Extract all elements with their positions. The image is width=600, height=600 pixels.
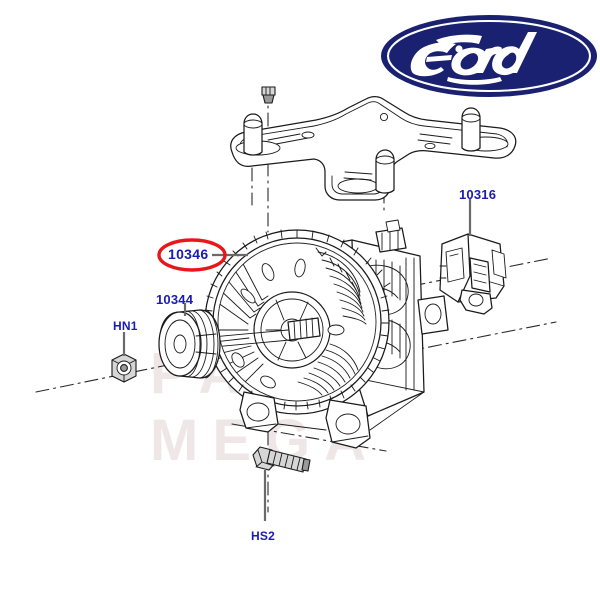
voltage-regulator	[439, 233, 507, 315]
pulley	[158, 309, 221, 379]
hex-nut	[111, 353, 137, 383]
mounting-bracket	[230, 96, 517, 201]
highlight-ellipse	[157, 238, 227, 272]
callout-label-10346[interactable]: 10346	[168, 246, 209, 262]
top-screw	[261, 86, 276, 104]
callout-label-hs2[interactable]: HS2	[251, 529, 275, 543]
alternator-assembly	[204, 219, 449, 449]
hex-bolt	[252, 446, 311, 473]
callout-label-10316[interactable]: 10316	[459, 187, 497, 202]
callout-label-10344[interactable]: 10344	[156, 292, 194, 307]
callout-leaders	[122, 198, 472, 521]
cooling-fan-face	[218, 243, 376, 401]
callout-label-hn1[interactable]: HN1	[113, 319, 138, 333]
ford-logo	[381, 15, 597, 97]
